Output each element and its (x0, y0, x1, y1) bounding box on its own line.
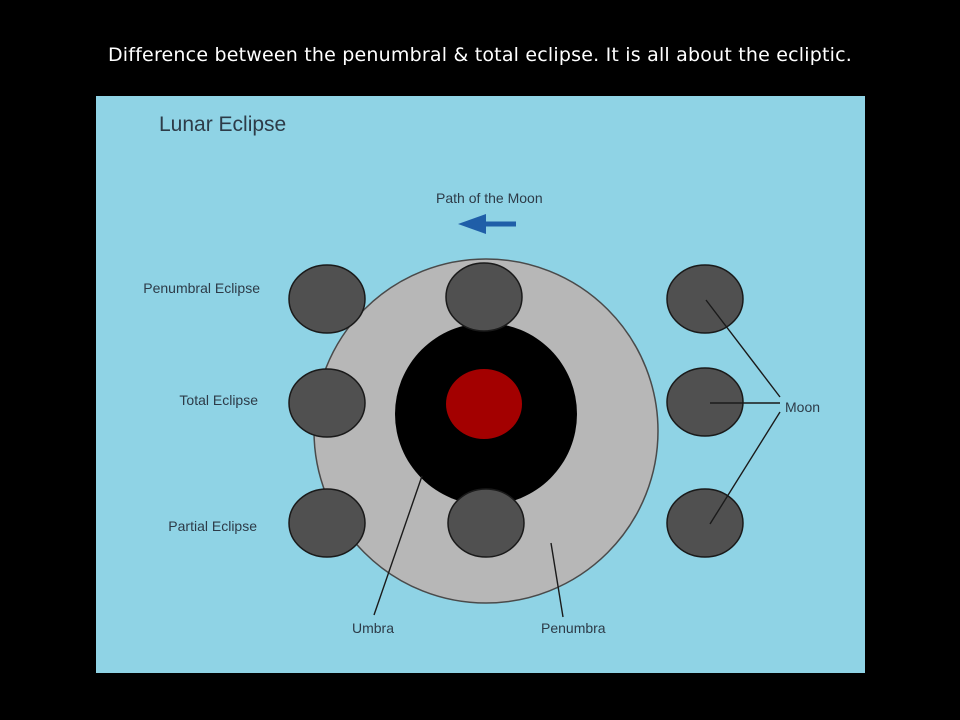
shadow-leader-lines (373, 475, 564, 618)
moon-penumbral-center (445, 262, 523, 332)
lunar-eclipse-diagram: Lunar Eclipse Path of the Moon (96, 96, 865, 673)
label-partial-eclipse: Partial Eclipse (168, 518, 257, 534)
path-of-moon-label: Path of the Moon (436, 190, 543, 206)
penumbra-label: Penumbra (541, 620, 606, 636)
umbra-label: Umbra (352, 620, 394, 636)
moon-right-middle (666, 367, 744, 437)
moon-right-top (666, 264, 744, 334)
slide-title: Difference between the penumbral & total… (107, 44, 853, 66)
moon-total-left (288, 368, 366, 438)
path-arrow-icon (458, 214, 516, 234)
moon-right-bottom (666, 488, 744, 558)
label-total-eclipse: Total Eclipse (179, 392, 258, 408)
earth (446, 369, 522, 439)
moon-penumbral-left (288, 264, 366, 334)
label-penumbral-eclipse: Penumbral Eclipse (143, 280, 260, 296)
moon-leader-lines (705, 299, 781, 525)
moon-partial-center (447, 488, 525, 558)
moon-label: Moon (785, 399, 820, 415)
moon-partial-left (288, 488, 366, 558)
diagram-heading: Lunar Eclipse (159, 113, 286, 136)
